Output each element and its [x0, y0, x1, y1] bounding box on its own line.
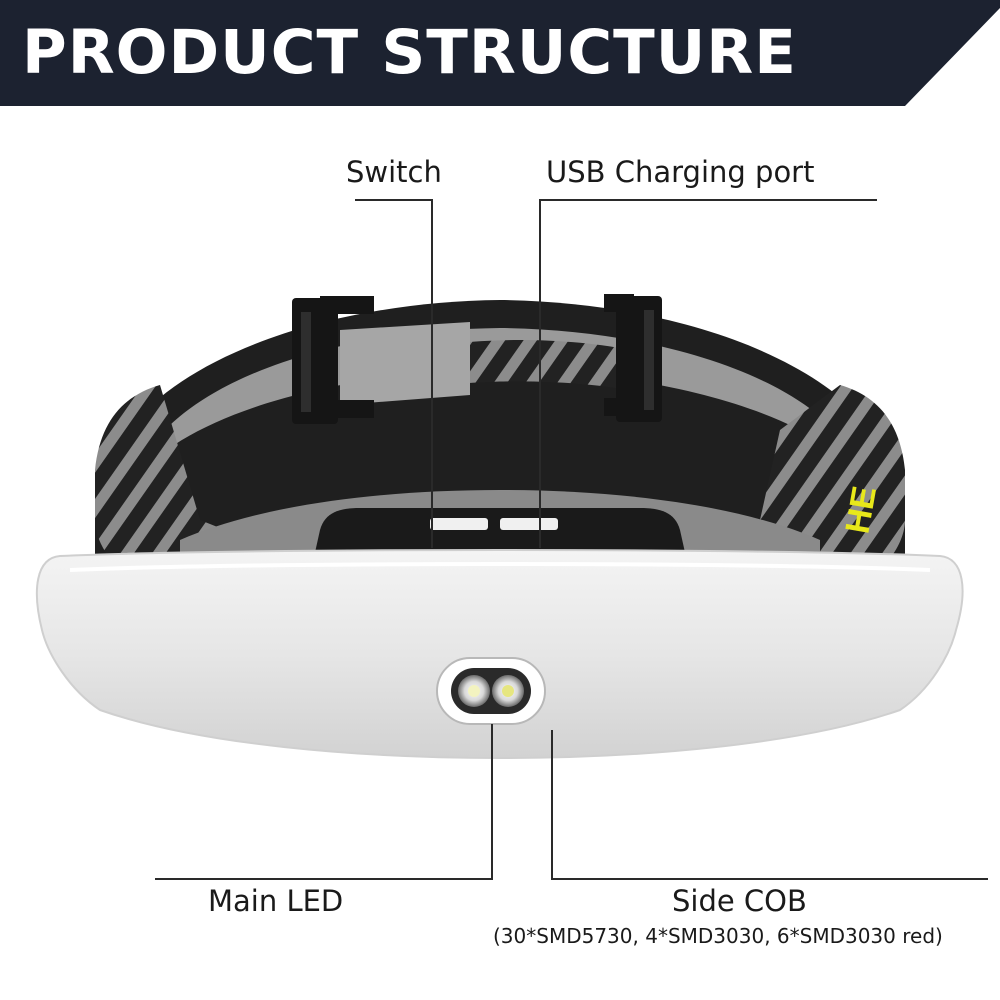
callout-lines: [155, 199, 988, 880]
main-led: [436, 657, 546, 725]
strap-print: HE: [838, 483, 884, 536]
side-cob-spec-label: (30*SMD5730, 4*SMD3030, 6*SMD3030 red): [493, 924, 943, 948]
side-cob-leader-line: [551, 730, 988, 880]
switch-leader-line: [355, 199, 433, 548]
switch-label: Switch: [346, 155, 442, 189]
page-title: PRODUCT STRUCTURE: [22, 17, 797, 88]
strap-buckle-right: [604, 294, 662, 422]
strap-buckle-left: [292, 296, 374, 424]
side-cob-label: Side COB: [672, 884, 807, 918]
main-led-label: Main LED: [208, 884, 344, 918]
main-led-leader-line: [155, 724, 493, 880]
light-body: [35, 549, 964, 760]
usb-charging-port-label: USB Charging port: [546, 155, 815, 189]
title-banner: [0, 0, 1000, 106]
usb-port-leader-line: [539, 199, 877, 548]
